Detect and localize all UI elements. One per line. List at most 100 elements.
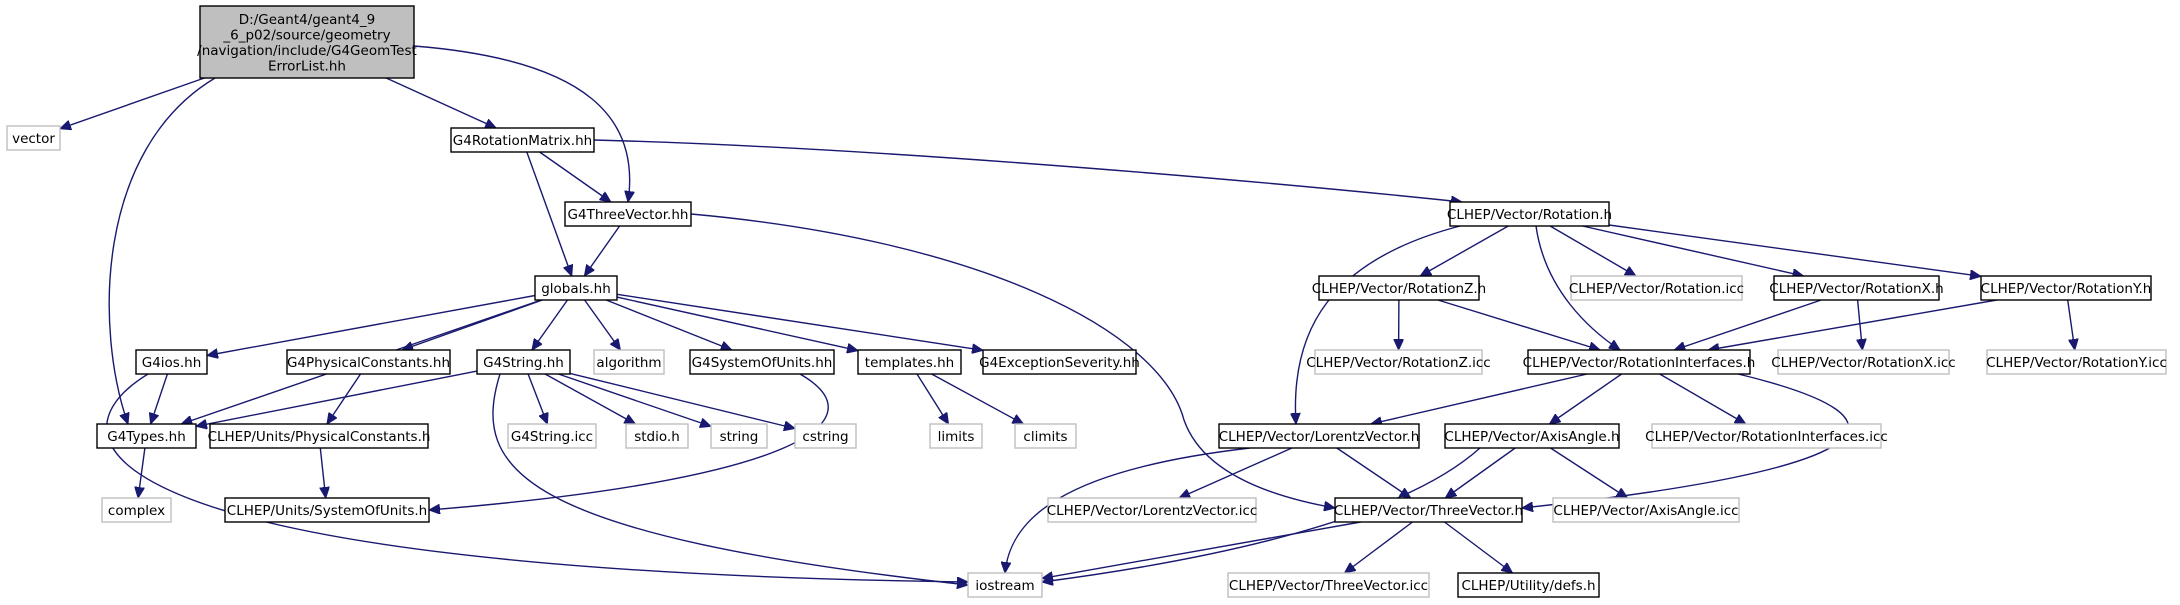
node-box-physconst xyxy=(209,423,429,449)
node-rotz_icc: CLHEP/Vector/RotationZ.icc xyxy=(1306,349,1491,375)
node-box-globals xyxy=(534,275,618,301)
edge-threevector-to-threevector_icc xyxy=(1345,521,1413,573)
node-box-climits xyxy=(1014,423,1077,449)
edge-g4string-to-stdio xyxy=(544,373,635,425)
edge-rotx-to-rotinterfaces xyxy=(1674,299,1822,350)
node-g4rotmat[interactable]: G4RotationMatrix.hh xyxy=(450,127,595,153)
edge-g4string-to-cstring xyxy=(569,372,795,428)
node-climits: climits xyxy=(1014,423,1077,449)
node-label-roty_icc: CLHEP/Vector/RotationY.icc xyxy=(1986,355,2167,371)
node-rotx_icc: CLHEP/Vector/RotationX.icc xyxy=(1771,349,1956,375)
edge-physconst-to-sysunits xyxy=(320,447,325,498)
edge-root-to-g4rotmat xyxy=(385,77,496,129)
node-globals[interactable]: globals.hh xyxy=(534,275,618,301)
node-box-limits xyxy=(929,423,983,449)
node-label-defs: CLHEP/Utility/defs.h xyxy=(1461,578,1595,594)
edge-rotz-to-rotinterfaces xyxy=(1437,299,1600,350)
node-limits: limits xyxy=(929,423,983,449)
node-label-iostream: iostream xyxy=(975,578,1034,594)
node-box-rotinterfaces xyxy=(1527,349,1751,375)
node-box-g4string xyxy=(476,349,571,375)
node-box-cstring xyxy=(794,423,857,449)
node-box-lorentz xyxy=(1218,423,1420,449)
edge-root-to-g4types xyxy=(108,77,216,424)
node-threevector_icc: CLHEP/Vector/ThreeVector.icc xyxy=(1227,572,1430,598)
node-box-defs xyxy=(1457,572,1600,598)
node-label-string: string xyxy=(720,429,759,445)
node-label-rotx_icc: CLHEP/Vector/RotationX.icc xyxy=(1771,355,1955,371)
node-label-rotx: CLHEP/Vector/RotationX.h xyxy=(1769,281,1943,297)
node-box-string xyxy=(710,423,768,449)
edge-axisangle-to-axisangle_icc xyxy=(1550,447,1628,498)
node-label-rotinterfaces: CLHEP/Vector/RotationInterfaces.h xyxy=(1523,355,1756,371)
edge-globals-to-g4excsev xyxy=(616,293,983,350)
node-label-g4sysunits: G4SystemOfUnits.hh xyxy=(692,355,833,371)
node-box-g4ios xyxy=(135,349,208,375)
node-rotation_icc: CLHEP/Vector/Rotation.icc xyxy=(1569,275,1744,301)
node-label-sysunits: CLHEP/Units/SystemOfUnits.h xyxy=(227,503,427,519)
node-label-g4rotmat: G4RotationMatrix.hh xyxy=(453,133,592,149)
node-rotinterfaces_icc: CLHEP/Vector/RotationInterfaces.icc xyxy=(1645,423,1888,449)
node-rotx[interactable]: CLHEP/Vector/RotationX.h xyxy=(1769,275,1944,301)
node-threevector[interactable]: CLHEP/Vector/ThreeVector.h xyxy=(1334,497,1523,523)
node-iostream: iostream xyxy=(967,572,1043,598)
edge-g4rotmat-to-rotation xyxy=(593,139,1462,202)
edge-g4string-to-g4string_icc xyxy=(527,373,547,424)
node-label-axisangle: CLHEP/Vector/AxisAngle.h xyxy=(1444,429,1619,445)
node-defs[interactable]: CLHEP/Utility/defs.h xyxy=(1457,572,1600,598)
node-physconst[interactable]: CLHEP/Units/PhysicalConstants.h xyxy=(208,423,431,449)
node-label-g4threevec: G4ThreeVector.hh xyxy=(568,207,689,223)
node-lorentz_icc: CLHEP/Vector/LorentzVector.icc xyxy=(1047,497,1257,523)
node-label-rotation: CLHEP/Vector/Rotation.h xyxy=(1447,207,1612,223)
node-sysunits[interactable]: CLHEP/Units/SystemOfUnits.h xyxy=(224,497,430,523)
node-string: string xyxy=(710,423,768,449)
node-algorithm: algorithm xyxy=(593,349,665,375)
edge-rotation-to-roty xyxy=(1608,224,1981,276)
edge-rotation-to-rotation_icc xyxy=(1549,225,1636,276)
node-label-rotz_icc: CLHEP/Vector/RotationZ.icc xyxy=(1306,355,1490,371)
edge-g4string-to-string xyxy=(558,373,711,426)
node-axisangle[interactable]: CLHEP/Vector/AxisAngle.h xyxy=(1444,423,1620,449)
edge-rotinterfaces-to-axisangle xyxy=(1549,373,1622,424)
edge-g4threevec-to-globals xyxy=(584,225,621,276)
node-box-g4threevec xyxy=(564,201,692,227)
node-rotation[interactable]: CLHEP/Vector/Rotation.h xyxy=(1447,201,1612,227)
node-label-threevector_icc: CLHEP/Vector/ThreeVector.icc xyxy=(1229,578,1428,594)
node-box-algorithm xyxy=(593,349,665,375)
node-label-complex: complex xyxy=(108,503,165,519)
node-label-g4ios: G4ios.hh xyxy=(142,355,202,371)
node-box-g4sysunits xyxy=(689,349,835,375)
node-g4string_icc: G4String.icc xyxy=(507,423,597,449)
node-label-g4excsev: G4ExceptionSeverity.hh xyxy=(979,355,1140,371)
node-templates[interactable]: templates.hh xyxy=(857,349,962,375)
node-lorentz[interactable]: CLHEP/Vector/LorentzVector.h xyxy=(1218,423,1420,449)
node-box-g4string_icc xyxy=(507,423,597,449)
node-g4physconst[interactable]: G4PhysicalConstants.hh xyxy=(286,349,451,375)
node-complex: complex xyxy=(101,497,172,523)
edge-g4ios-to-g4types xyxy=(151,373,169,424)
edge-g4threevec-to-threevector xyxy=(690,213,1335,508)
edge-threevector-to-defs xyxy=(1444,521,1513,573)
edge-roty-to-rotinterfaces xyxy=(1708,299,1997,350)
node-box-root xyxy=(199,5,415,79)
node-rotz[interactable]: CLHEP/Vector/RotationZ.h xyxy=(1312,275,1486,301)
node-roty[interactable]: CLHEP/Vector/RotationY.h xyxy=(1980,275,2152,301)
node-label-templates: templates.hh xyxy=(865,355,954,371)
node-label-rotinterfaces_icc: CLHEP/Vector/RotationInterfaces.icc xyxy=(1645,429,1888,445)
node-root[interactable]: D:/Geant4/geant4_9_6_p02/source/geometry… xyxy=(197,5,417,79)
node-g4ios[interactable]: G4ios.hh xyxy=(135,349,208,375)
node-box-templates xyxy=(857,349,962,375)
node-g4sysunits[interactable]: G4SystemOfUnits.hh xyxy=(689,349,835,375)
node-g4excsev[interactable]: G4ExceptionSeverity.hh xyxy=(979,349,1140,375)
node-box-rotation_icc xyxy=(1570,275,1743,301)
node-g4threevec[interactable]: G4ThreeVector.hh xyxy=(564,201,692,227)
node-rotinterfaces[interactable]: CLHEP/Vector/RotationInterfaces.h xyxy=(1523,349,1756,375)
node-label-roty: CLHEP/Vector/RotationY.h xyxy=(1981,281,2152,297)
node-g4types[interactable]: G4Types.hh xyxy=(96,423,197,449)
edge-globals-to-g4physconst xyxy=(402,299,543,350)
edge-axisangle-to-threevector xyxy=(1445,447,1516,498)
node-box-axisangle xyxy=(1444,423,1620,449)
node-label-globals: globals.hh xyxy=(541,281,611,297)
node-g4string[interactable]: G4String.hh xyxy=(476,349,571,375)
